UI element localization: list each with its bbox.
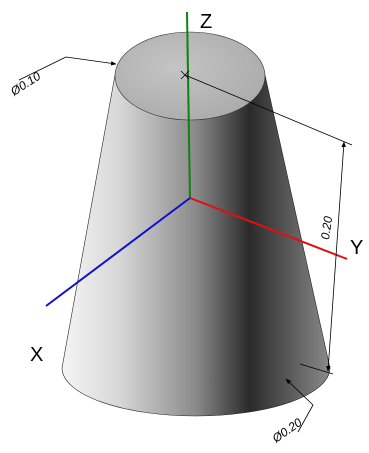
y-axis-line [189, 197, 348, 260]
cone-top-face [114, 31, 266, 121]
height-label: 0.20 [318, 215, 335, 240]
y-axis-label: Y [350, 237, 363, 259]
bottom-diameter-label: Ø0.20 [269, 415, 305, 446]
top-diameter-callout: Ø0.10 [7, 56, 117, 99]
z-axis-line [186, 11, 191, 199]
cone-body [61, 74, 331, 417]
z-axis-label: Z [200, 11, 212, 33]
x-axis-line [45, 197, 191, 307]
height-dimension: 0.20 [184, 74, 353, 375]
x-axis-label: X [30, 344, 43, 366]
top-diameter-label: Ø0.10 [7, 69, 43, 99]
